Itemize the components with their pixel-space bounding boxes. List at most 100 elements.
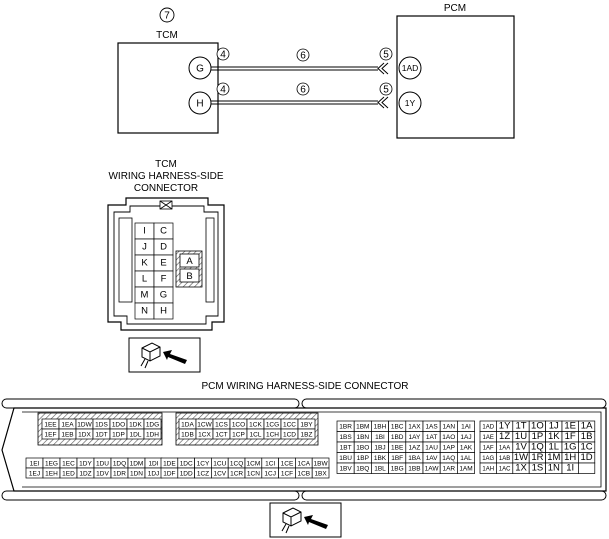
pin-label: 1AE [483,435,494,441]
pin-cell [311,467,330,479]
pcm-connector-rail [301,490,607,501]
pin-label: 1DP [112,431,125,438]
pin-label: 1CN [247,470,260,477]
pin-label: 1BE [391,445,404,452]
pin-label: 1DY [79,460,92,467]
tcm-view-direction-icon [128,337,201,373]
pcm-connector-title: PCM WIRING HARNESS-SIDE CONNECTOR [201,381,408,392]
pin-label: 1CY [197,460,210,467]
pin-label: 1AD [482,425,494,431]
wire-callout-left: 4 [220,50,226,61]
pin-label: 1N [548,463,560,474]
pin-label: N [141,305,148,316]
pin-label: 1DA [181,421,194,428]
pin-label: 1EI [30,460,40,467]
pin-label: F [161,273,167,284]
pin-label: D [160,241,167,252]
pin-label: 1BS [339,434,352,441]
pin-label: 1AW [425,466,440,473]
pin-label: 1BT [340,445,352,452]
pin-label: 1DL [130,431,142,438]
tcm-callout-circle [159,7,175,23]
pin-label: 1Y [499,421,511,432]
pin-label: 1L [549,442,560,453]
tcm-pin-label: A [186,256,193,267]
pin-label: K [141,257,148,268]
pin-label: M [141,289,149,300]
pin-label: 1K [548,431,560,442]
pin-label: 1BR [339,424,352,431]
tcm-terminal-label: H [196,99,203,110]
pin-label: 1AK [460,445,473,452]
pin-label: 1A [581,421,593,432]
pin-label: 1AH [482,467,494,473]
pin-label: 1BO [356,445,369,452]
pin-label: 1AV [426,455,438,462]
pin-label: 1CT [215,431,227,438]
pin-label: 1AR [442,466,455,473]
pin-label: 1M [547,452,560,463]
tcm-title: TCM [156,30,178,41]
pin-label: 1AX [408,424,421,431]
pin-label: 1DF [163,470,175,477]
pin-label: 1BJ [374,445,385,452]
pin-label: 1BF [391,455,403,462]
pin-label: 1U [515,431,527,442]
tcm-terminal-label: G [196,64,204,75]
pin-label: 1AL [460,455,472,462]
pin-label: 1CP [232,431,245,438]
pin-label: 1F [565,431,576,442]
wire-callout-circle [379,47,393,61]
pin-label: 1DC [180,460,193,467]
pin-label: I [143,225,146,236]
tcm-connector-title-3: CONNECTOR [134,183,198,194]
wire-callout-right: 5 [383,50,389,61]
wire-callout-circle [379,82,393,96]
pin-label: 1B [581,431,593,442]
pin-label: 1AP [443,445,455,452]
pcm-connector-rail [1,398,300,409]
pin-label: 1BW [314,460,329,467]
pin-label: 1I [566,463,574,474]
pin-label: 1DE [163,460,176,467]
pin-label: 1Q [531,442,544,453]
pin-label: 1AO [442,434,455,441]
pin-cell [153,302,174,320]
pin-label: 1BZ [301,431,313,438]
pin-label: 1EH [45,470,58,477]
wire-callout-circle [296,48,310,62]
pin-label: 1BU [339,455,352,462]
pin-label: 1AT [426,434,437,441]
pin-label: 1CG [266,421,279,428]
wire-callout-circle [296,82,310,96]
pin-label: 1DQ [113,460,126,467]
pcm-connector-rail [1,490,300,501]
pin-label: 1DZ [79,470,91,477]
pin-label: 1DT [95,431,107,438]
pin-label: 1BG [391,466,404,473]
pin-cell [457,462,475,474]
pin-label: 1DO [112,421,125,428]
pin-label: 1BA [408,455,421,462]
tcm-connector-lock-mark [159,200,173,210]
pin-label: 1DU [96,460,109,467]
pin-label: 1DK [129,421,142,428]
pin-label: 1DS [95,421,108,428]
pin-label: 1CQ [230,460,243,467]
pin-label: 1G [564,442,577,453]
pin-label: G [160,289,167,300]
pin-label: 1EA [61,421,74,428]
pin-label: 1DG [146,421,159,428]
pin-label: 1S [532,463,544,474]
pin-label: 1CO [232,421,245,428]
pin-label: 1T [515,421,526,432]
tcm-callout-number: 7 [164,11,170,22]
pin-label: 1DW [77,421,92,428]
pin-label: 1DX [78,431,91,438]
pin-label: 1CW [197,421,212,428]
pin-label: 1CD [283,431,296,438]
